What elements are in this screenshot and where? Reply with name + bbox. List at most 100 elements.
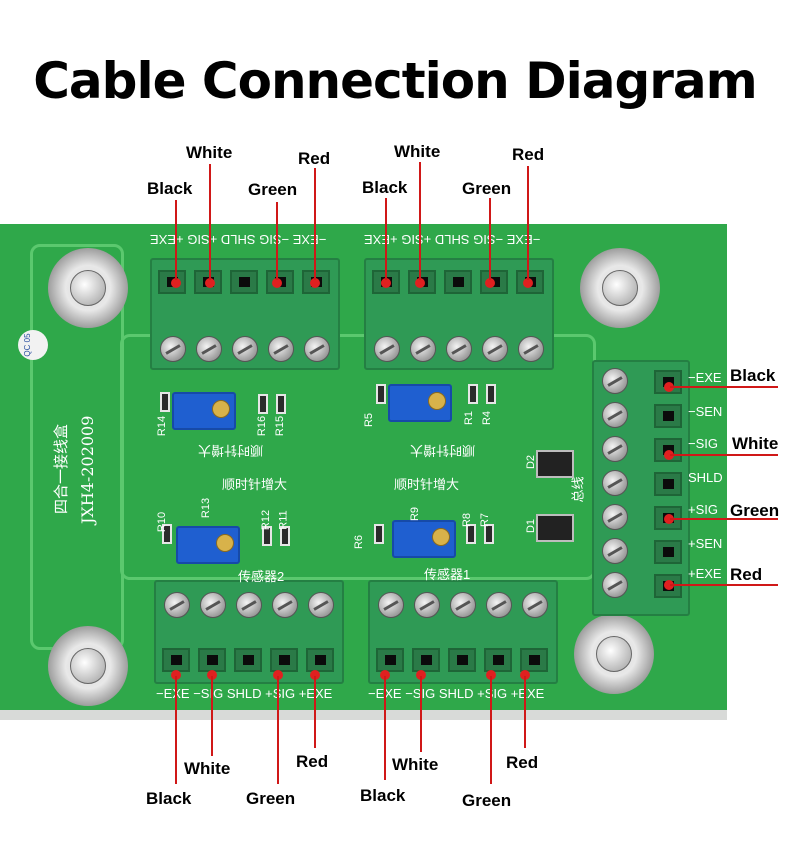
silk-r14: R14 — [156, 415, 169, 437]
bottom-right-pin-legend: −EXE −SIG SHLD +SIG +EXE — [368, 686, 545, 701]
marker-dot — [664, 382, 674, 392]
marker-dot — [664, 580, 674, 590]
mounting-screw — [580, 248, 660, 328]
terminal-socket — [306, 648, 334, 672]
diode-d2 — [536, 450, 574, 478]
terminal-socket — [654, 540, 682, 564]
leader-line — [489, 198, 491, 280]
board-model: JXH4-202009 — [78, 415, 97, 524]
smd-resistor — [276, 394, 286, 414]
trim-potentiometer — [172, 392, 236, 430]
terminal-socket — [654, 472, 682, 496]
terminal-socket — [654, 404, 682, 428]
smd-resistor — [468, 384, 478, 404]
terminal-screw — [602, 436, 628, 462]
smd-resistor — [466, 524, 476, 544]
terminal-screw — [602, 470, 628, 496]
terminal-screw — [236, 592, 262, 618]
label-green: Green — [462, 179, 512, 198]
terminal-screw — [602, 402, 628, 428]
marker-dot — [486, 670, 496, 680]
label-white: White — [184, 759, 231, 778]
right-pin-legend: +EXE — [688, 566, 722, 581]
pcb-board: QC 05 四合一接线盒 JXH4-202009 −EXE −SIG SHLD … — [0, 224, 727, 718]
terminal-socket — [162, 648, 190, 672]
marker-dot — [207, 670, 217, 680]
leader-line — [385, 198, 387, 280]
bottom-left-pin-legend: −EXE −SIG SHLD +SIG +EXE — [156, 686, 333, 701]
sensor1-label: 传感器1 — [424, 567, 471, 582]
terminal-screw — [522, 592, 548, 618]
terminal-socket — [484, 648, 512, 672]
label-black: Black — [730, 366, 776, 385]
label-white: White — [394, 142, 441, 161]
board-edge — [0, 710, 727, 720]
smd-resistor — [262, 526, 272, 546]
silk-r1: R1 — [463, 410, 476, 426]
silk-r5: R5 — [363, 412, 376, 428]
marker-dot — [381, 278, 391, 288]
terminal-screw — [410, 336, 436, 362]
clockwise-label: 顺时针增大 — [198, 443, 264, 458]
clockwise-label: 顺时针增大 — [394, 477, 460, 492]
leader-line — [175, 676, 177, 784]
marker-dot — [272, 278, 282, 288]
smd-resistor — [486, 384, 496, 404]
marker-dot — [310, 670, 320, 680]
silk-r7: R7 — [479, 512, 492, 528]
silk-d2: D2 — [525, 454, 538, 470]
terminal-screw — [482, 336, 508, 362]
leader-line — [175, 200, 177, 280]
label-green: Green — [248, 180, 298, 199]
terminal-socket — [270, 648, 298, 672]
terminal-screw — [272, 592, 298, 618]
mounting-screw — [48, 626, 128, 706]
label-red: Red — [298, 149, 331, 168]
label-red: Red — [730, 565, 763, 584]
terminal-screw — [164, 592, 190, 618]
terminal-socket — [520, 648, 548, 672]
terminal-block-bottom-right — [368, 580, 558, 684]
silk-r6: R6 — [353, 534, 366, 550]
marker-dot — [273, 670, 283, 680]
leader-line — [276, 202, 278, 280]
leader-line — [211, 676, 213, 756]
silk-d1: D1 — [525, 518, 538, 534]
marker-dot — [664, 514, 674, 524]
marker-dot — [205, 278, 215, 288]
label-black: Black — [147, 179, 193, 198]
silk-r10: R10 — [156, 511, 169, 533]
silk-r9: R9 — [409, 506, 422, 522]
terminal-screw — [374, 336, 400, 362]
leader-line — [419, 162, 421, 280]
leader-line — [527, 166, 529, 280]
smd-resistor — [280, 526, 290, 546]
leader-line — [490, 676, 492, 784]
leader-line — [670, 454, 778, 456]
terminal-screw — [232, 336, 258, 362]
label-white: White — [732, 434, 779, 453]
label-red: Red — [512, 145, 545, 164]
terminal-screw — [602, 368, 628, 394]
trim-potentiometer — [392, 520, 456, 558]
leader-line — [314, 676, 316, 748]
leader-line — [670, 386, 778, 388]
smd-resistor — [160, 392, 170, 412]
label-white: White — [392, 755, 439, 774]
marker-dot — [523, 278, 533, 288]
terminal-screw — [602, 504, 628, 530]
terminal-screw — [518, 336, 544, 362]
trim-potentiometer — [176, 526, 240, 564]
terminal-block-top-left — [150, 258, 340, 370]
board-name: 四合一接线盒 — [52, 423, 70, 514]
label-black: Black — [146, 789, 192, 808]
top-right-pin-legend: −EXE −SIG SHLD +SIG +EXE — [364, 232, 541, 247]
terminal-socket — [376, 648, 404, 672]
smd-resistor — [162, 524, 172, 544]
marker-dot — [310, 278, 320, 288]
terminal-screw — [450, 592, 476, 618]
silk-r8: R8 — [461, 512, 474, 528]
terminal-socket — [444, 270, 472, 294]
marker-dot — [171, 278, 181, 288]
terminal-block-top-right — [364, 258, 554, 370]
